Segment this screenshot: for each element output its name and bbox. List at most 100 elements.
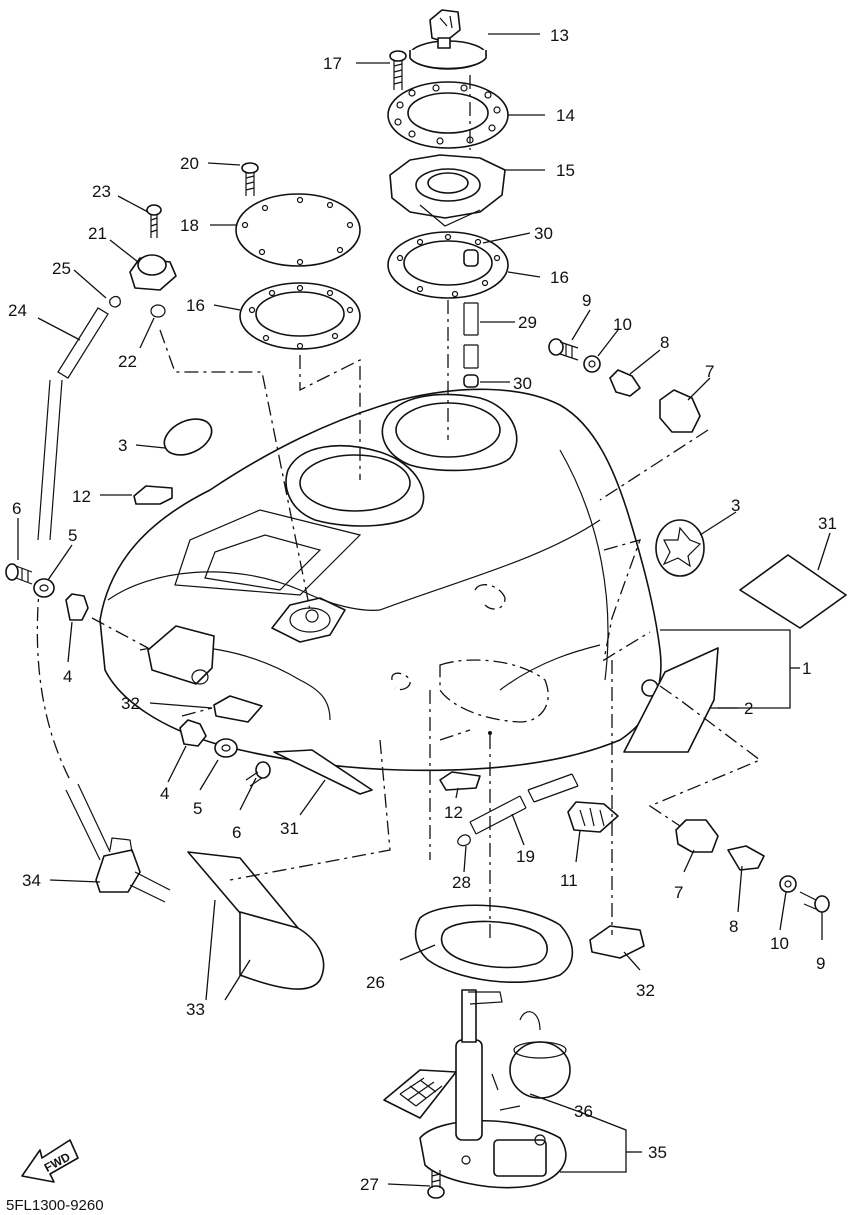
hose-joint-21 [129,254,177,291]
label-25: 25 [52,259,71,278]
label-12-lower: 12 [444,803,463,822]
pad-31-left [273,749,373,795]
label-22: 22 [118,352,137,371]
washer-10-upper [583,355,601,373]
bolt-27 [427,1170,445,1199]
label-5-lower: 5 [193,799,202,818]
label-4-left: 4 [63,667,72,686]
damper-11 [567,801,619,833]
label-9-lower: 9 [816,954,825,973]
bolt-20 [241,162,259,196]
label-30-lower: 30 [513,374,532,393]
damper-7-lower [675,819,719,853]
label-8-upper: 8 [660,333,669,352]
label-24: 24 [8,301,27,320]
damper-4-left [65,593,89,621]
label-34: 34 [22,871,41,890]
pad-32-right [589,925,645,959]
bolt-6-lower [245,761,271,787]
label-7-upper: 7 [705,362,714,381]
part-labels: 13 17 14 15 30 16 29 30 20 18 16 23 21 2… [8,26,837,1194]
label-9-upper: 9 [582,291,591,310]
label-31-left: 31 [280,819,299,838]
plug-30-upper [463,249,479,267]
breather-hose-24 [36,307,111,861]
label-12-left: 12 [72,487,91,506]
label-4-lower: 4 [160,784,169,803]
label-29: 29 [518,313,537,332]
label-3-right: 3 [731,496,740,515]
clip-28 [457,834,471,847]
pad-31-right [739,554,847,629]
tank-bracket-left [147,625,215,685]
label-17: 17 [323,54,342,73]
hose-19 [469,773,579,835]
breather-hose-29 [463,302,479,369]
label-6-lower: 6 [232,823,241,842]
label-21: 21 [88,224,107,243]
label-27: 27 [360,1175,379,1194]
label-20: 20 [180,154,199,173]
bolt-6-left [5,563,33,585]
leader-lines [17,33,831,1187]
filler-cap [409,9,487,70]
label-14: 14 [556,106,575,125]
damper-7-upper [659,389,701,433]
gasket-26 [414,904,574,984]
seal-3-left [163,418,213,456]
screw-23 [146,204,162,238]
label-5-left: 5 [68,526,77,545]
label-2: 2 [744,699,753,718]
label-33: 33 [186,1000,205,1019]
bolt-9-upper [548,338,579,361]
gasket-left [239,282,361,350]
label-31-right: 31 [818,514,837,533]
damper-32-left [213,695,263,723]
label-16-right: 16 [550,268,569,287]
label-1: 1 [802,659,811,678]
assembly-lines [91,75,762,940]
o-ring-22 [150,304,166,318]
bolt-9-lower [799,891,830,913]
gasket-right [387,231,509,299]
label-15: 15 [556,161,575,180]
label-13: 13 [550,26,569,45]
damper-4-lower [179,719,207,747]
label-35: 35 [648,1143,667,1162]
label-18: 18 [180,216,199,235]
filler-neck-base [389,154,506,227]
label-10-upper: 10 [613,315,632,334]
collar-5-left [33,578,55,598]
plug-30-lower [463,374,479,388]
pad-2 [623,647,719,753]
label-32-left: 32 [121,694,140,713]
label-6-left: 6 [12,499,21,518]
label-10-lower: 10 [770,934,789,953]
label-8-lower: 8 [729,917,738,936]
label-26: 26 [366,973,385,992]
cover-plate [235,193,361,267]
collar-8-upper [609,369,641,397]
fwd-arrow-icon: FWD [21,1139,79,1183]
cover-33 [187,851,325,990]
clip-25 [109,295,121,308]
label-30-upper: 30 [534,224,553,243]
label-36: 36 [574,1102,593,1121]
bolt-17 [389,50,407,90]
diagram-code: 5FL1300-9260 [6,1197,104,1214]
label-11: 11 [560,871,578,890]
label-3-left: 3 [118,436,127,455]
label-32-right: 32 [636,981,655,1000]
fuel-pump-assembly [383,989,571,1189]
washer-10-lower [779,875,797,893]
pad-12-left [133,485,173,505]
label-7-lower: 7 [674,883,683,902]
label-19: 19 [516,847,535,866]
ring-plate [387,81,509,149]
label-28: 28 [452,873,471,892]
label-16-left: 16 [186,296,205,315]
collar-8-lower [727,845,765,871]
label-23: 23 [92,182,111,201]
grommet-3-right [655,519,705,577]
